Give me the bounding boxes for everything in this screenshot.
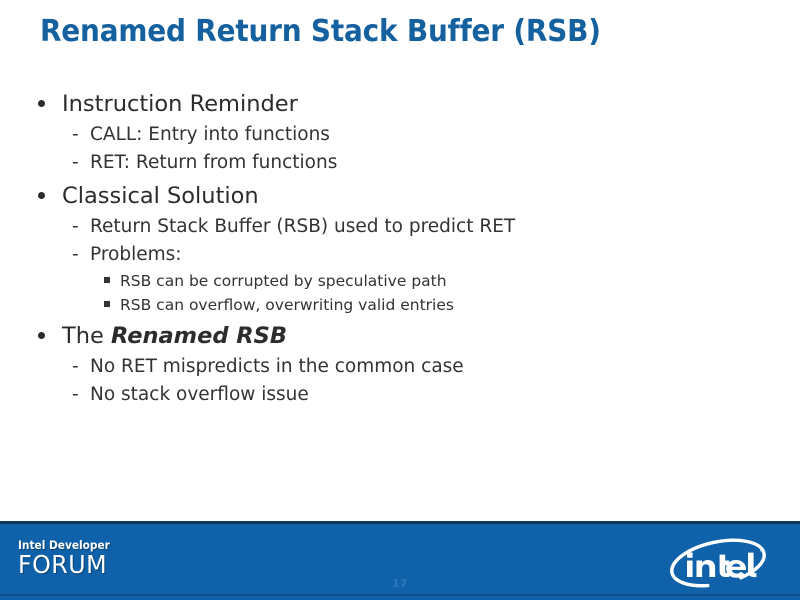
- bullet-text: RSB can be corrupted by speculative path: [120, 272, 447, 290]
- idf-logo-line1: Intel Developer: [18, 538, 110, 552]
- slide-footer: Intel Developer FORUM 17: [0, 524, 800, 600]
- round-bullet-icon: [38, 320, 48, 353]
- round-bullet-icon: [38, 180, 48, 213]
- bullet-text: Instruction Reminder: [62, 91, 298, 117]
- bullet-text: No stack overflow issue: [90, 384, 309, 405]
- bullet-level2: - RET: Return from functions: [34, 149, 774, 177]
- dash-icon: -: [72, 124, 79, 145]
- bullet-text: No RET mispredicts in the common case: [90, 356, 464, 377]
- bullet-level2: - Return Stack Buffer (RSB) used to pred…: [34, 213, 774, 241]
- bullet-text: Return Stack Buffer (RSB) used to predic…: [90, 216, 516, 237]
- bullet-text-plain: The: [62, 323, 111, 349]
- bullet-text: Problems:: [90, 244, 182, 265]
- bullet-level3: RSB can be corrupted by speculative path: [34, 269, 774, 293]
- footer-bottom-rule: [0, 594, 800, 596]
- bullet-text: RSB can overflow, overwriting valid entr…: [120, 296, 454, 314]
- bullet-level1: Classical Solution: [34, 180, 774, 213]
- square-bullet-icon: [104, 269, 110, 293]
- bullet-text: The Renamed RSB: [62, 323, 287, 349]
- dash-icon: -: [72, 356, 79, 377]
- page-title: Renamed Return Stack Buffer (RSB): [40, 14, 601, 49]
- bullet-level1: The Renamed RSB: [34, 320, 774, 353]
- bullet-text: Classical Solution: [62, 183, 259, 209]
- intel-developer-forum-logo: Intel Developer FORUM: [18, 539, 118, 578]
- footer-top-rule: [0, 521, 800, 524]
- intel-logo-trademark: ™: [759, 550, 765, 557]
- bullet-level2: - No stack overflow issue: [34, 381, 774, 409]
- square-bullet-icon: [104, 293, 110, 317]
- dash-icon: -: [72, 384, 79, 405]
- dash-icon: -: [72, 152, 79, 173]
- idf-logo-line2: FORUM: [18, 550, 108, 579]
- dash-icon: -: [72, 244, 79, 265]
- slide-body: Instruction Reminder - CALL: Entry into …: [34, 88, 774, 409]
- bullet-level2: - Problems:: [34, 241, 774, 269]
- page-number: 17: [392, 578, 408, 590]
- bullet-text: RET: Return from functions: [90, 152, 338, 173]
- bullet-level1: Instruction Reminder: [34, 88, 774, 121]
- intel-logo: ™: [658, 538, 778, 588]
- bullet-level2: - No RET mispredicts in the common case: [34, 353, 774, 381]
- bullet-text-emphasis: Renamed RSB: [111, 323, 287, 349]
- bullet-text: CALL: Entry into functions: [90, 124, 330, 145]
- bullet-level3: RSB can overflow, overwriting valid entr…: [34, 293, 774, 317]
- intel-logo-icon: ™: [670, 538, 766, 588]
- bullet-level2: - CALL: Entry into functions: [34, 121, 774, 149]
- round-bullet-icon: [38, 88, 48, 121]
- dash-icon: -: [72, 216, 79, 237]
